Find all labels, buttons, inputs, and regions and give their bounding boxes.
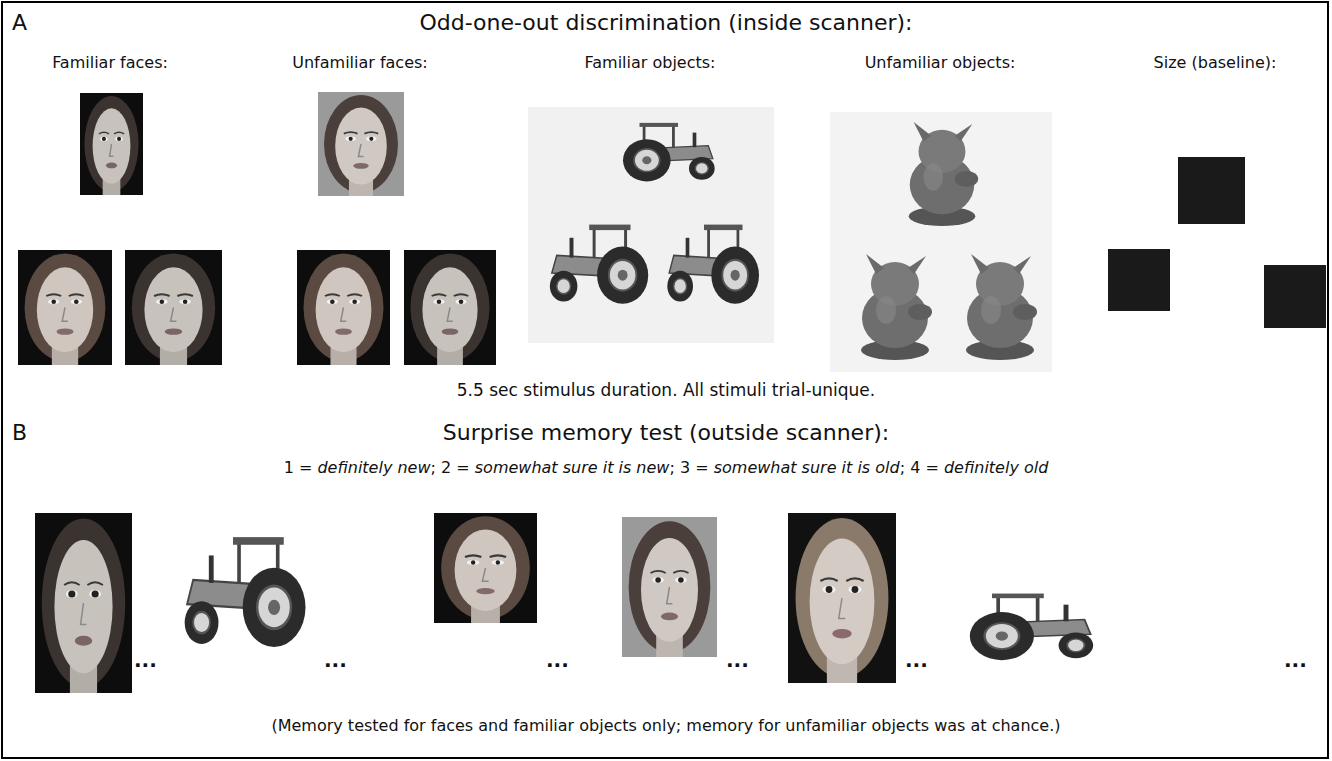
scale-number: 1 = <box>284 458 318 477</box>
column-heading: Familiar objects: <box>520 53 780 72</box>
scale-number: 3 = <box>675 458 714 477</box>
ellipsis: ... <box>905 648 945 672</box>
ellipsis: ... <box>134 648 174 672</box>
panel-heading: Surprise memory test (outside scanner): <box>266 420 1066 446</box>
scale-meaning: definitely new <box>317 458 430 477</box>
ellipsis: ... <box>1284 648 1324 672</box>
scale-meaning: somewhat sure it is old <box>714 458 900 477</box>
scale-meaning: somewhat sure it is new <box>475 458 670 477</box>
column-heading: Unfamiliar objects: <box>810 53 1070 72</box>
column-heading: Familiar faces: <box>10 53 210 72</box>
figure-note: (Memory tested for faces and familiar ob… <box>40 716 1292 735</box>
panel-letter: A <box>12 10 52 36</box>
scale-number: 2 = <box>436 458 475 477</box>
column-heading: Unfamiliar faces: <box>240 53 480 72</box>
scale-number: 4 = <box>905 458 944 477</box>
ellipsis: ... <box>324 648 364 672</box>
scale-meaning: definitely old <box>944 458 1048 477</box>
panel-letter: B <box>12 420 52 446</box>
panel-note: 5.5 sec stimulus duration. All stimuli t… <box>266 380 1066 400</box>
panel-heading: Odd-one-out discrimination (inside scann… <box>266 10 1066 36</box>
ellipsis: ... <box>726 648 766 672</box>
rating-scale: 1 = definitely new; 2 = somewhat sure it… <box>100 458 1232 477</box>
ellipsis: ... <box>546 648 586 672</box>
column-heading: Size (baseline): <box>1100 53 1330 72</box>
